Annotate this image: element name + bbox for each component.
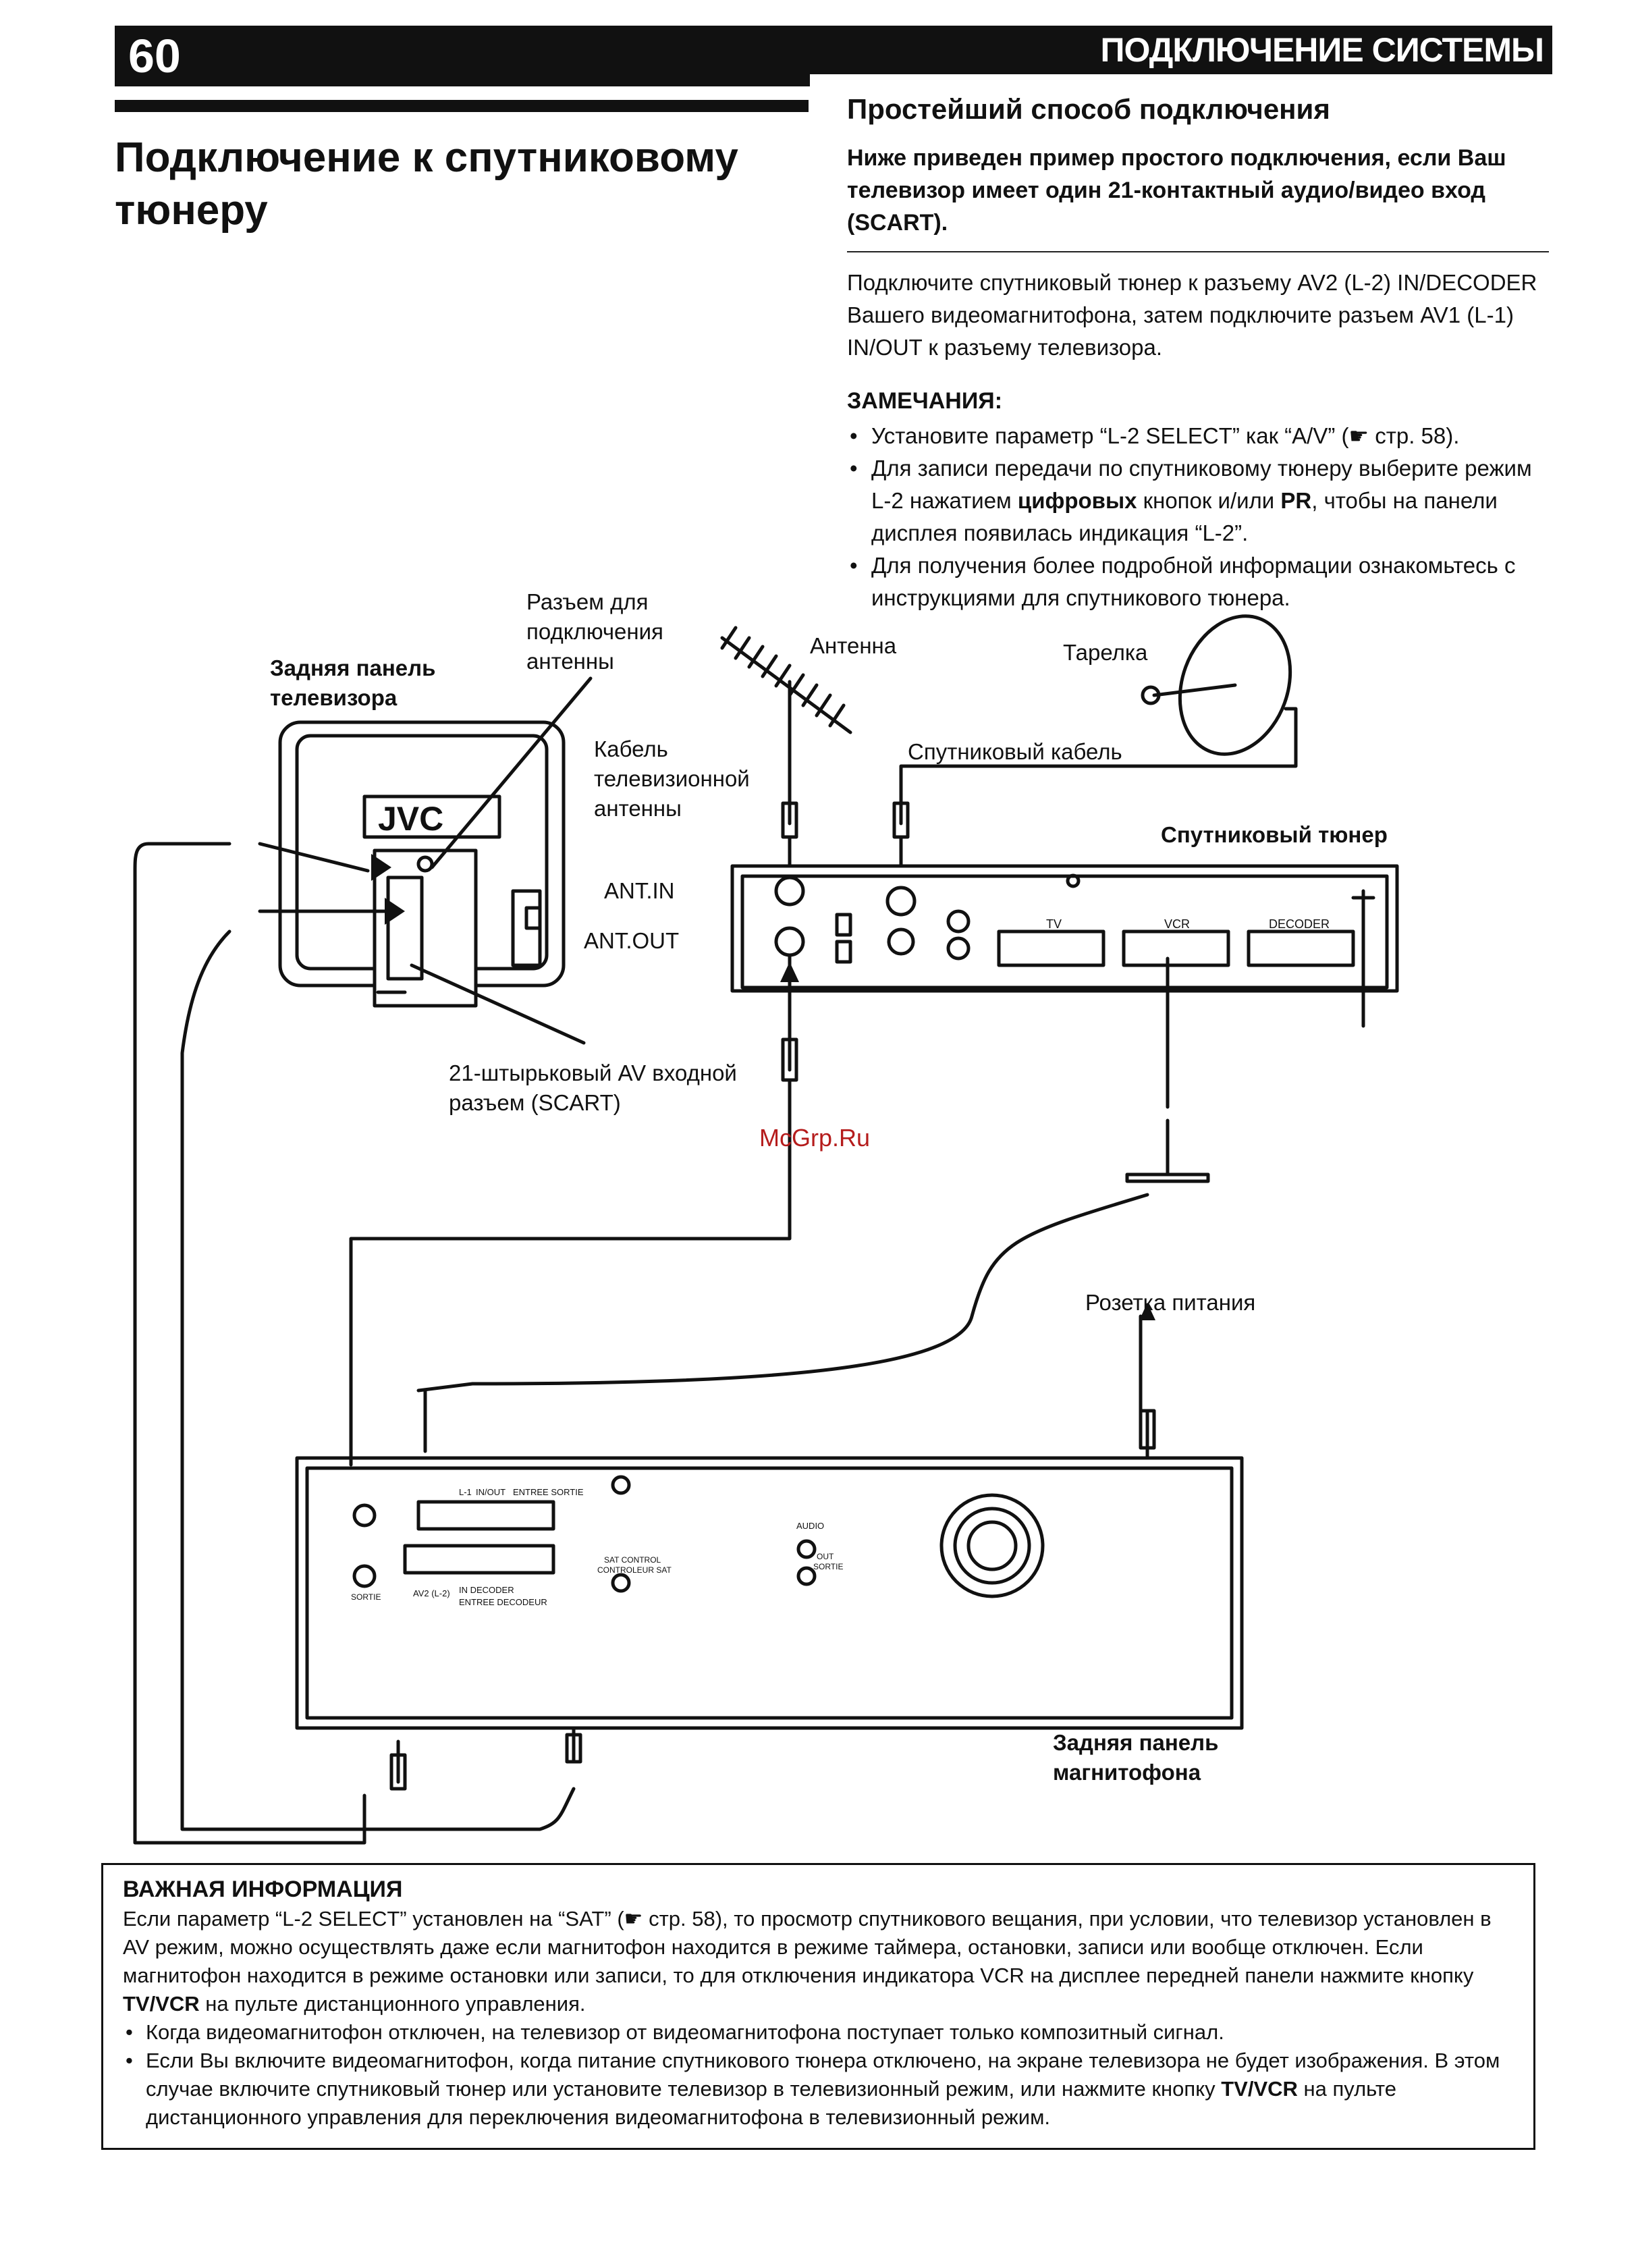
important-item: Если Вы включите видеомагнитофон, когда … xyxy=(123,2047,1520,2132)
label-ant-out: ANT.OUT xyxy=(584,928,680,953)
label-scart: 21-штырьковый AV входной разъем (SCART) xyxy=(449,1060,737,1115)
important-heading: ВАЖНАЯ ИНФОРМАЦИЯ xyxy=(123,1877,403,1902)
label-tv-antenna-cable: Кабель телевизионной антенны xyxy=(594,736,750,821)
tuner-vcr-label: VCR xyxy=(1164,917,1190,931)
vcr-in-out-label: IN/OUT xyxy=(476,1487,506,1497)
section-title-bar xyxy=(810,26,1552,74)
important-paragraph: Если параметр “L-2 SELECT” установлен на… xyxy=(123,1907,1492,2016)
label-satellite-cable: Спутниковый кабель xyxy=(908,739,1122,764)
label-tv-rear: Задняя панель телевизора xyxy=(270,655,436,710)
vcr-sat-control-label: SAT CONTROL xyxy=(604,1555,661,1565)
vcr-rear-drawing xyxy=(295,1314,1244,1730)
tuner-drawing xyxy=(730,864,1399,1028)
page-number: 60 xyxy=(128,30,181,82)
label-power-outlet: Розетка питания xyxy=(1085,1290,1256,1315)
label-vcr-rear: Задняя панель магнитофона xyxy=(1053,1730,1219,1785)
page-title-line2: тюнеру xyxy=(115,187,268,234)
label-antenna-connector: Разъем для подключения антенны xyxy=(526,589,663,674)
connection-diagram: JVC TV VCR DECODER L-1 IN/OUT ENTREE SOR… xyxy=(133,614,1399,1845)
page-number-bar xyxy=(115,26,810,86)
antenna-drawing xyxy=(720,626,852,792)
important-item: Когда видеомагнитофон отключен, на телев… xyxy=(123,2018,1520,2047)
vcr-audio-label: AUDIO xyxy=(796,1521,824,1531)
section-title: ПОДКЛЮЧЕНИЕ СИСТЕМЫ xyxy=(1100,31,1544,69)
label-ant-in: ANT.IN xyxy=(604,878,675,903)
vcr-sortie-label: SORTIE xyxy=(813,1562,843,1571)
tuner-tv-label: TV xyxy=(1046,917,1062,931)
note-item: Установите параметр “L-2 SELECT” как “A/… xyxy=(847,420,1549,452)
tv-rear-panel xyxy=(278,720,566,1008)
intro-paragraph: Ниже приведен пример простого подключени… xyxy=(847,145,1506,236)
note-item: Для записи передачи по спутниковому тюне… xyxy=(847,452,1549,549)
notes-list: Установите параметр “L-2 SELECT” как “A/… xyxy=(847,420,1549,614)
label-antenna: Антенна xyxy=(810,633,897,658)
page-title-line1: Подключение к спутниковому xyxy=(115,134,738,181)
vcr-entree-sortie-label: ENTREE SORTIE xyxy=(513,1487,584,1497)
watermark: McGrp.Ru xyxy=(759,1124,871,1152)
page-title: Подключение к спутниковому тюнеру xyxy=(115,132,810,237)
tuner-decoder-label: DECODER xyxy=(1269,917,1330,931)
important-box xyxy=(101,1863,1535,2150)
note-item: Для получения более подробной информации… xyxy=(847,549,1549,614)
vcr-out-label: OUT xyxy=(817,1552,834,1561)
vcr-av1-label: L-1 xyxy=(459,1487,472,1497)
vcr-in-decoder-label: IN DECODER xyxy=(459,1585,514,1595)
vcr-sortie-small-label: SORTIE xyxy=(351,1592,381,1602)
vcr-av2-label: AV2 (L-2) xyxy=(413,1588,450,1598)
dish-drawing xyxy=(899,614,1298,792)
label-dish: Тарелка xyxy=(1063,640,1148,665)
notes-heading: ЗАМЕЧАНИЯ: xyxy=(847,388,1003,414)
vcr-controleur-sat-label: CONTROLEUR SAT xyxy=(597,1565,672,1575)
important-list: Когда видеомагнитофон отключен, на телев… xyxy=(123,2018,1520,2132)
label-satellite-tuner: Спутниковый тюнер xyxy=(1161,822,1388,847)
title-rule xyxy=(115,100,809,112)
intro-rule xyxy=(847,251,1549,252)
body-paragraph: Подключите спутниковый тюнер к разъему A… xyxy=(847,270,1537,360)
subsection-heading: Простейший способ подключения xyxy=(847,93,1330,125)
vcr-entree-decodeur-label: ENTREE DECODEUR xyxy=(459,1597,547,1607)
tv-brand-logo: JVC xyxy=(378,800,443,838)
